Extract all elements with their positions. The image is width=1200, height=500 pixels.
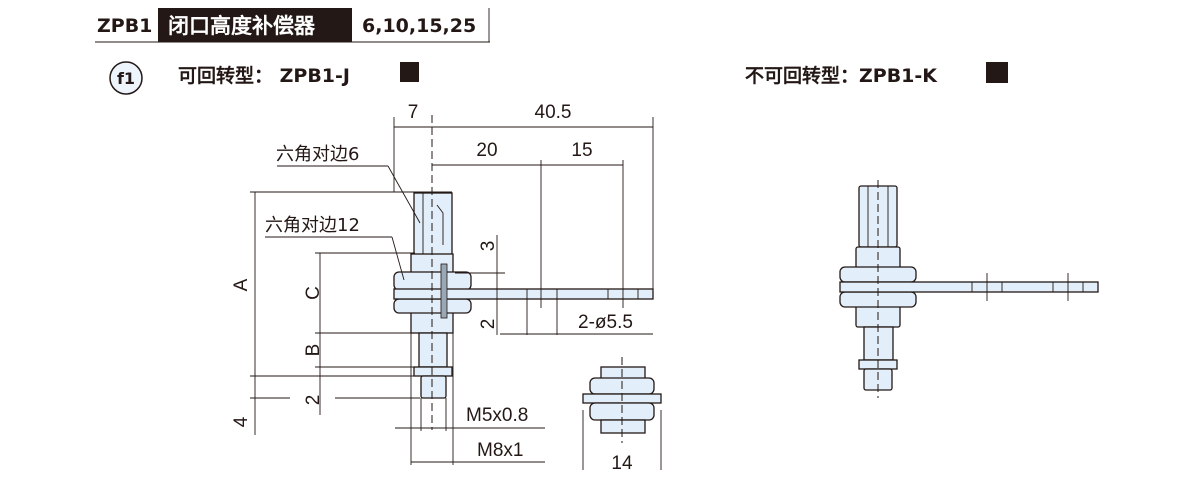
dim-B: B <box>303 344 324 357</box>
rotatable-type-label: 可回转型： ZPB1-J <box>178 64 350 87</box>
hex-12-label: 六角对边12 <box>265 215 360 236</box>
dim-2-plate: 2 <box>478 319 499 330</box>
mounting-plate <box>839 281 1099 293</box>
dim-4: 4 <box>231 416 252 427</box>
m5-tip <box>420 375 447 399</box>
title-box <box>158 8 352 42</box>
type-code-placeholder-k <box>986 62 1008 83</box>
thread-m5: M5x0.8 <box>466 405 528 426</box>
dim-15: 15 <box>571 140 592 161</box>
hex-head <box>413 192 453 258</box>
shaft <box>418 332 448 368</box>
mounting-plate <box>393 288 654 300</box>
dim-20: 20 <box>476 140 497 161</box>
rotatable-compensator-drawing: 7 40.5 20 15 六角对边6 六角对边12 A C B 2 4 3 2 … <box>231 102 662 474</box>
type-code-placeholder <box>400 62 419 82</box>
product-title: 闭口高度补偿器 <box>168 14 316 38</box>
dim-2-lower: 2 <box>303 395 324 406</box>
dim-C: C <box>303 286 324 300</box>
f1-badge <box>109 61 143 95</box>
thread-m8: M8x1 <box>477 440 523 461</box>
dim-40-5: 40.5 <box>535 102 572 123</box>
title-header: ZPB1 闭口高度补偿器 6,10,15,25 <box>95 8 490 43</box>
non-rotatable-compensator-drawing <box>839 180 1099 398</box>
f1-badge-label: f1 <box>117 69 135 88</box>
size-list: 6,10,15,25 <box>362 15 476 37</box>
dim-A: A <box>231 278 252 291</box>
slot <box>440 263 448 319</box>
hex-6-label: 六角对边6 <box>276 144 359 165</box>
series-code: ZPB1 <box>97 15 152 37</box>
dim-holes: 2-ø5.5 <box>578 312 633 333</box>
dim-14: 14 <box>611 453 633 474</box>
dimension-lines <box>250 117 654 465</box>
dim-7: 7 <box>408 102 419 123</box>
non-rotatable-type-label: 不可回转型：ZPB1-K <box>745 64 938 87</box>
dim-3: 3 <box>478 241 499 252</box>
nut-detail-view <box>582 357 662 470</box>
flange <box>413 366 453 377</box>
